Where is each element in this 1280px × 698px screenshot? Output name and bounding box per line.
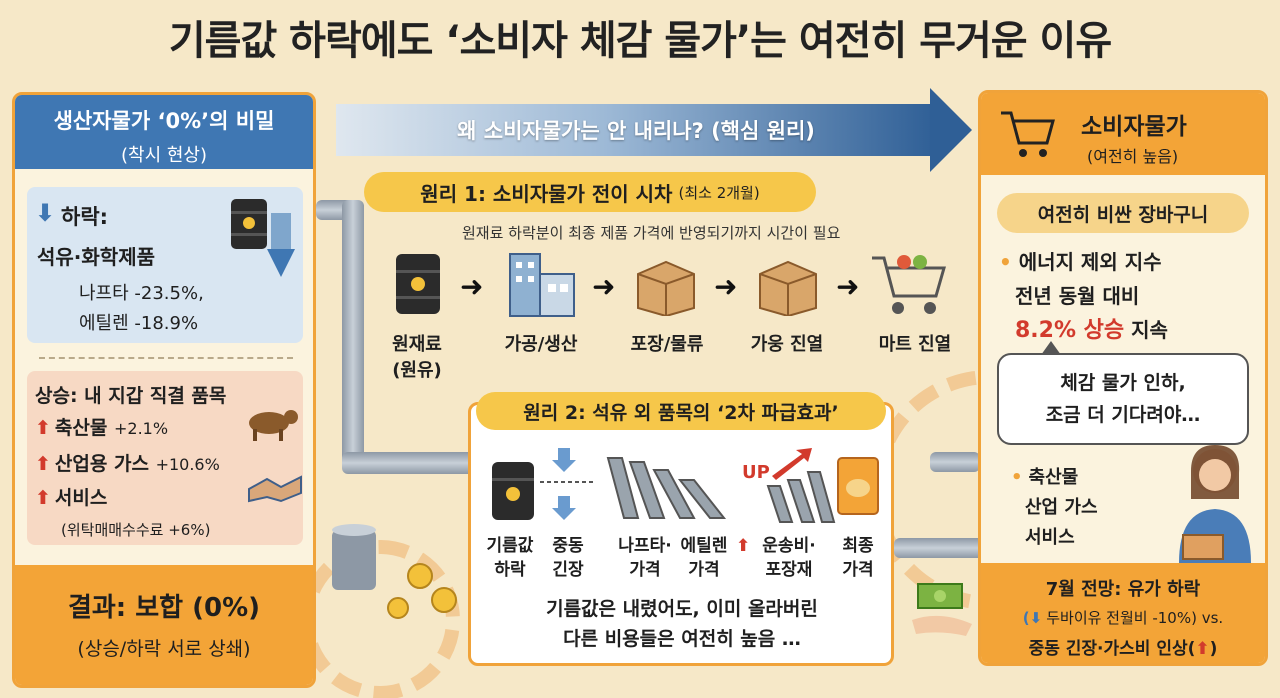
p2-label: 에틸렌 가격: [680, 536, 728, 580]
outlook-title: 7월 전망: 유가 하락: [1045, 579, 1201, 600]
up-item-row: ⬆서비스: [35, 483, 107, 510]
principle1-title: 원리 1: 소비자물가 전이 시차 (최소 2개월): [364, 172, 816, 212]
principle2-footer: 기름값은 내렸어도, 이미 올라버린 다른 비용들은 여전히 높음 …: [546, 598, 818, 650]
outlook-footer: 중동 긴장·가스비 인상(: [1028, 639, 1196, 659]
step-label: 포장/물류: [630, 334, 704, 355]
banner-arrow-head: [930, 88, 972, 172]
step-label: 마트 진열: [878, 334, 952, 355]
pipe: [342, 452, 482, 474]
flow-arrow-icon: ➜: [592, 270, 616, 303]
speech-bubble-tail: [1041, 341, 1061, 355]
principle1-title-text: 원리 1: 소비자물가 전이 시차: [420, 181, 673, 206]
oil-barrel-icon: [396, 254, 440, 314]
money-hand-icon: [912, 583, 972, 636]
result-subtitle: (상승/하락 서로 상쇄): [77, 638, 251, 660]
cpi-highlight: 8.2% 상승: [1015, 318, 1125, 343]
cpi-line2: 전년 동월 대비: [1015, 284, 1140, 308]
core-principle-banner: 왜 소비자물가는 안 내리나? (핵심 원리): [336, 104, 936, 156]
up-item-value: +10.6%: [155, 455, 220, 474]
outlook-detail: 두바이유 전월비 -10%) vs.: [1046, 609, 1224, 627]
principle1-title-small: (최소 2개월): [678, 183, 760, 202]
factory-icon: [509, 253, 575, 317]
principle2-title: 원리 2: 석유 외 품목의 ‘2차 파급효과’: [476, 392, 886, 430]
right-header-subtitle: (여전히 높음): [1087, 147, 1179, 166]
arrow-up-icon: ⬆: [736, 536, 751, 556]
down-label: 하락:: [61, 205, 109, 229]
pipe: [894, 538, 984, 558]
divider: [39, 357, 293, 359]
tension-arrows-icon: [540, 448, 594, 520]
box-icon: [759, 260, 817, 316]
person-icon: [1179, 445, 1251, 563]
box-icon: [637, 260, 695, 316]
arrow-up-icon: ⬆: [35, 417, 51, 439]
arrow-down-icon: (⬇: [1022, 609, 1043, 627]
basket-pill: 여전히 비싼 장바구니: [997, 193, 1249, 233]
p2-label: 중동 긴장: [552, 536, 584, 580]
right-items: •축산물 산업 가스 서비스: [1011, 463, 1098, 553]
arrow-up-icon: ⬆: [35, 453, 51, 475]
shopping-cart-icon: [1001, 111, 1055, 157]
flow-arrow-icon: ➜: [460, 270, 484, 303]
speech-bubble: 체감 물가 인하, 조금 더 기다려야…: [997, 353, 1249, 445]
flow-arrow-icon: ➜: [714, 270, 738, 303]
arrow-down-icon: ⬇: [35, 199, 56, 227]
outlook-box: 7월 전망: 유가 하락 (⬇두바이유 전월비 -10%) vs. 중동 긴장·…: [981, 563, 1265, 663]
step-label: 가공/생산: [504, 334, 578, 355]
flow-arrow-icon: ➜: [836, 270, 860, 303]
arrow-up-icon: ⬆: [35, 487, 51, 509]
bullet-icon: •: [1011, 467, 1023, 488]
p2-label: 최종 가격: [842, 536, 874, 580]
right-item: 산업 가스: [1025, 497, 1098, 518]
dominoes-icon: [606, 457, 727, 519]
down-box: ⬇ 하락: 석유·화학제품 나프타 -23.5%, 에틸렌 -18.9%: [27, 187, 303, 343]
up-item-row: ⬆산업용 가스 +10.6%: [35, 449, 220, 476]
p2-label: 나프타· 가격: [618, 536, 672, 580]
service-detail: (위탁매매수수료 +6%): [61, 521, 211, 539]
up-label: 상승: 내 지갑 직결 품목: [35, 385, 227, 407]
cpi-suffix: 지속: [1124, 318, 1168, 342]
rising-arrows-icon: [766, 448, 836, 523]
coins-icon: [332, 524, 457, 619]
left-header-title: 생산자물가 ‘0%’의 비밀: [53, 109, 275, 133]
result-box: 결과: 보합 (0%) (상승/하락 서로 상쇄): [15, 565, 313, 685]
down-item: 나프타 -23.5%,: [79, 283, 204, 304]
pipe: [930, 452, 980, 472]
handshake-icon: [248, 475, 302, 503]
principle1-note: 원재료 하락분이 최종 제품 가격에 반영되기까지 시간이 필요: [462, 224, 841, 242]
left-header: 생산자물가 ‘0%’의 비밀 (착시 현상): [15, 95, 313, 169]
cpi-line1: 에너지 제외 지수: [1018, 250, 1162, 274]
right-panel-consumer-price: 소비자물가 (여전히 높음) 여전히 비싼 장바구니 • 에너지 제외 지수 전…: [978, 90, 1268, 666]
up-item-name: 서비스: [54, 487, 108, 509]
right-item: 축산물: [1028, 467, 1079, 488]
bullet-icon: •: [999, 250, 1012, 274]
cow-icon: [249, 410, 298, 441]
right-item: 서비스: [1025, 527, 1075, 548]
right-header: 소비자물가 (여전히 높음): [981, 93, 1265, 175]
page-title: 기름값 하락에도 ‘소비자 체감 물가’는 여전히 무거운 이유: [168, 18, 1112, 64]
step-label: 원재료 (원유): [392, 334, 442, 381]
right-header-title: 소비자물가: [1081, 114, 1187, 140]
down-category: 석유·화학제품: [37, 245, 155, 269]
up-item-name: 산업용 가스: [54, 453, 149, 475]
snack-bag-icon: [837, 457, 879, 515]
cpi-text: • 에너지 제외 지수 전년 동월 대비 8.2% 상승 지속: [999, 245, 1168, 348]
pipe: [342, 200, 364, 470]
up-item-row: ⬆축산물 +2.1%: [35, 413, 168, 440]
up-item-value: +2.1%: [114, 419, 169, 438]
up-box: 상승: 내 지갑 직결 품목 ⬆축산물 +2.1% ⬆산업용 가스 +10.6%…: [27, 371, 303, 545]
p2-label: 기름값 하락: [486, 536, 534, 580]
result-title: 결과: 보합 (0%): [67, 593, 261, 623]
down-item: 에틸렌 -18.9%: [79, 313, 199, 334]
up-tag: UP: [742, 462, 770, 483]
up-item-name: 축산물: [54, 417, 108, 439]
shopping-cart-icon: [872, 255, 946, 314]
left-header-subtitle: (착시 현상): [120, 145, 207, 166]
step-label: 가웅 진열: [750, 334, 824, 355]
p2-label: 운송비· 포장재: [762, 536, 816, 580]
oil-barrel-icon: [492, 462, 534, 520]
oil-barrel-icon: [231, 199, 295, 277]
left-panel-producer-price: 생산자물가 ‘0%’의 비밀 (착시 현상) ⬇ 하락: 석유·화학제품 나프타…: [12, 92, 316, 688]
arrow-up-icon: ⬆: [1195, 639, 1210, 659]
